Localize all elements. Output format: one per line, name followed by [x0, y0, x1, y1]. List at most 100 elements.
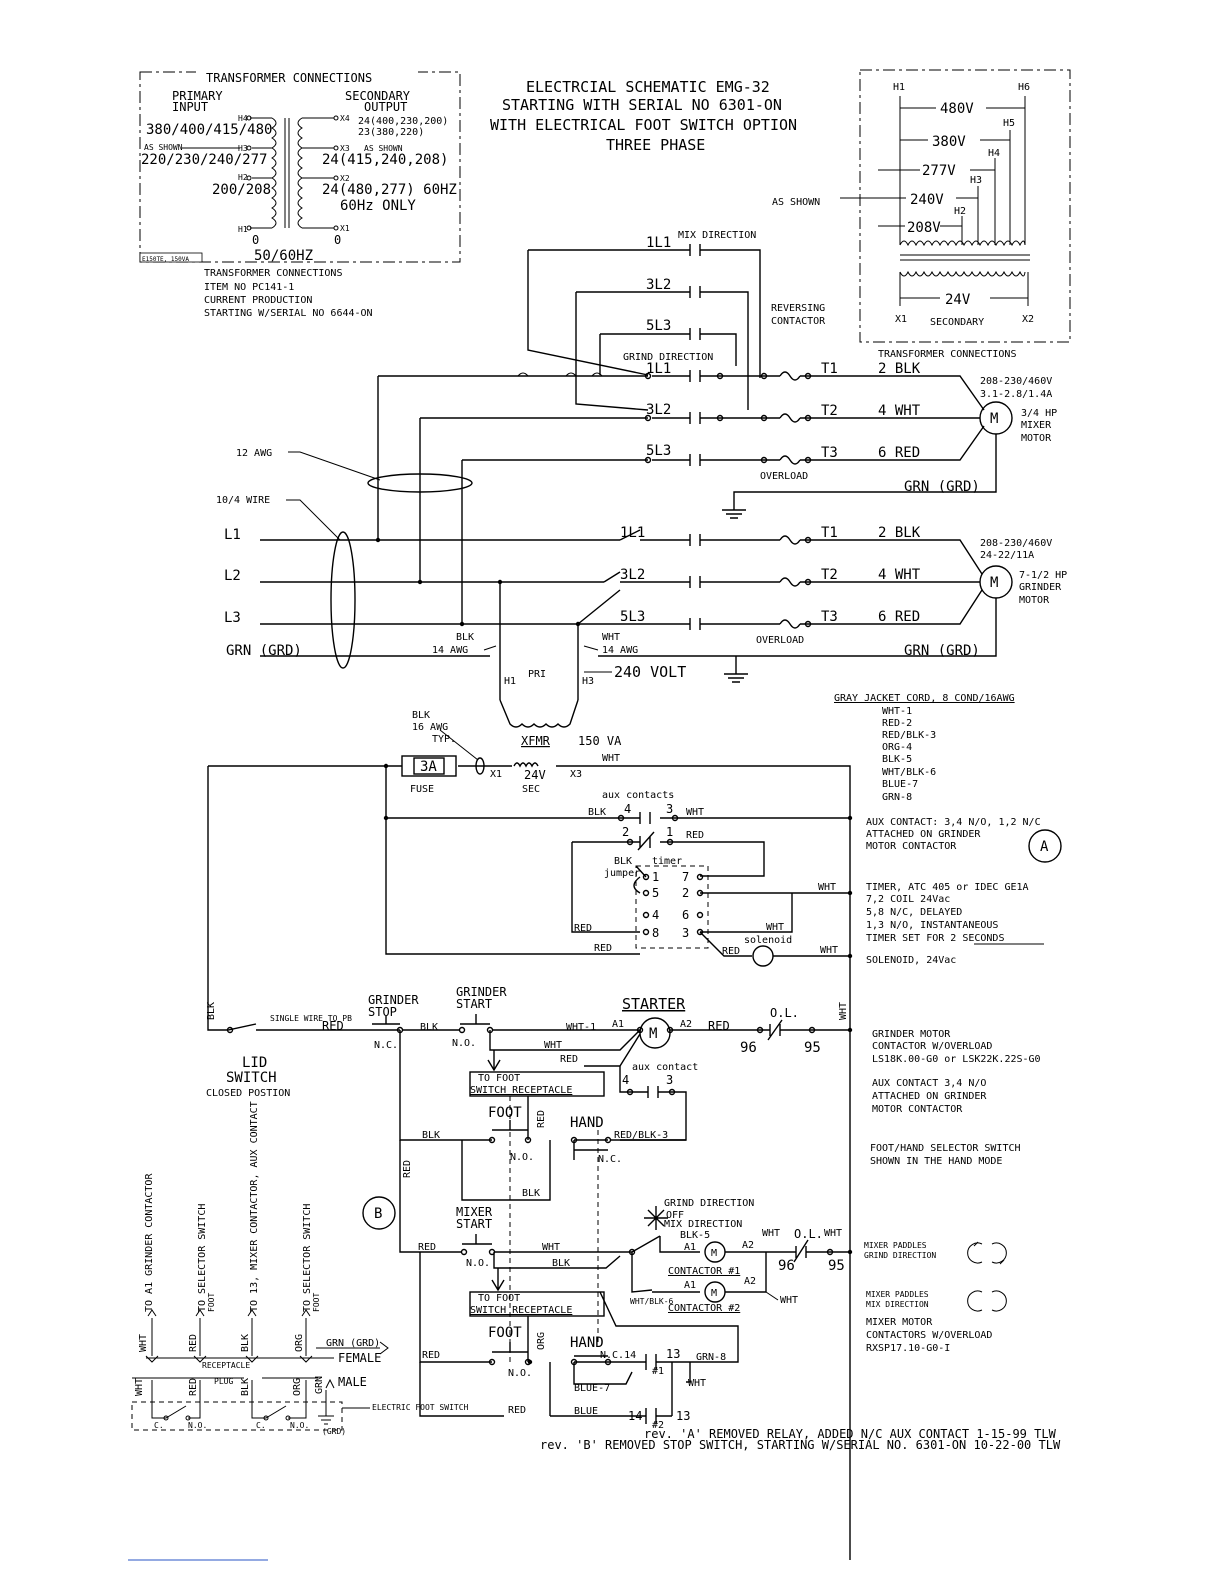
gstart-label1: GRINDER: [456, 985, 507, 999]
blk16-label: BLK: [412, 710, 430, 721]
off-label: OFF: [666, 1210, 684, 1221]
hand-label: HAND: [570, 1115, 604, 1131]
timer-p8: 8: [652, 926, 659, 940]
mstart-red: RED: [418, 1242, 436, 1253]
tap-h3: H3: [970, 175, 982, 186]
ac-note3: MOTOR CONTACTOR: [872, 1104, 963, 1115]
mp-note2: GRIND DIRECTION: [864, 1251, 936, 1260]
c1-wht2: WHT: [824, 1228, 842, 1239]
timer-p2: 2: [682, 886, 689, 900]
foot-b-label: FOOT: [312, 1293, 321, 1312]
c1-ol: O.L.: [794, 1227, 823, 1241]
foot-a-label: FOOT: [207, 1293, 216, 1312]
aux-contact-label: aux contact: [632, 1062, 698, 1073]
starter-label: STARTER: [622, 995, 686, 1013]
foot-no: N.O.: [510, 1152, 534, 1163]
aux-note3: MOTOR CONTACTOR: [866, 841, 957, 852]
wht14-label: WHT: [602, 632, 620, 643]
xfmr-note1: TRANSFORMER CONNECTIONS: [204, 268, 342, 279]
xfmr-x1-label: X1: [340, 224, 350, 233]
cord-c5: BLK-5: [882, 754, 912, 765]
xfmr-freq: 50/60HZ: [254, 248, 313, 264]
timer-note4: 1,3 N/O, INSTANTANEOUS: [866, 920, 998, 931]
blk14-label: BLK: [456, 632, 474, 643]
hand2-label: HAND: [570, 1335, 604, 1351]
grinder-t2: T2: [821, 567, 838, 583]
c2-a2: A2: [744, 1276, 756, 1287]
xfmr-note3: CURRENT PRODUCTION: [204, 295, 312, 306]
plug-red: RED: [188, 1378, 199, 1396]
c1-a2: A2: [742, 1240, 754, 1251]
grinder-grn-r: GRN (GRD): [904, 643, 980, 659]
mix-grn: GRN (GRD): [904, 479, 980, 495]
red-blk-3: RED/BLK-3: [614, 1130, 668, 1141]
foot-red-v: RED: [536, 1110, 547, 1128]
hold-wht: WHT: [544, 1040, 562, 1051]
xfmr-as-shown-left: AS SHOWN: [144, 143, 183, 152]
to-sel-foot-a: TO SELECTOR SWITCH: [197, 1204, 208, 1312]
aux-red1: RED: [686, 830, 704, 841]
cord-c7: BLUE-7: [882, 779, 918, 790]
contactor2-label: CONTACTOR #2: [668, 1303, 740, 1314]
xfmr-h2-label: H2: [238, 173, 248, 182]
solenoid-symbol: [752, 945, 774, 967]
xfmr-note2: ITEM NO PC141-1: [204, 282, 294, 293]
xfmr-out-x1: 0: [334, 233, 341, 247]
sec-label: SEC: [522, 784, 540, 795]
tap-x2: X2: [1022, 314, 1034, 325]
solenoid-red: RED: [722, 946, 740, 957]
xfmr-in-h3: 220/230/240/277: [141, 152, 267, 168]
solenoid-label: solenoid: [744, 935, 792, 946]
mstart-wht: WHT: [542, 1242, 560, 1253]
c2-m: M: [711, 1288, 717, 1299]
rec-wht: WHT: [138, 1334, 149, 1352]
timer-wht-b: WHT: [766, 922, 784, 933]
mm-note2: CONTACTORS W/OVERLOAD: [866, 1330, 992, 1341]
mixer-reversing-circuit: MIX DIRECTION 1L1 3L2 5L3 GRIND DIRECTIO…: [378, 230, 1057, 519]
mstart-no: N.O.: [466, 1258, 490, 1269]
blk-vertical: BLK: [206, 1002, 217, 1020]
timer-note5: TIMER SET FOR 2 SECONDS: [866, 933, 1004, 944]
xfmr-secondary-label: SECONDARY: [345, 89, 411, 103]
grinder-red: 6 RED: [878, 609, 920, 625]
c1-m: M: [711, 1248, 717, 1259]
xfmr-h1-label: H1: [238, 225, 248, 234]
timer-p6: 6: [682, 908, 689, 922]
to-sel-foot-b: TO SELECTOR SWITCH: [302, 1204, 313, 1312]
foot-receptacle-box-2: [469, 1291, 605, 1317]
tap-h2: H2: [954, 206, 966, 217]
hold-red: RED: [560, 1054, 578, 1065]
contactor1-label: CONTACTOR #1: [668, 1266, 740, 1277]
lid-label2: SWITCH: [226, 1070, 277, 1086]
mix-t1: T1: [821, 361, 838, 377]
mixer-motor-hp: 3/4 HP: [1021, 408, 1057, 419]
grinder-5l3: 5L3: [620, 609, 645, 625]
k1-mark: #1: [652, 1366, 664, 1377]
notes-column: GRAY JACKET CORD, 8 COND/16AWG WHT-1 RED…: [834, 693, 1062, 1354]
aux-wht3: WHT: [686, 807, 704, 818]
mix-blk: 2 BLK: [878, 361, 921, 377]
plug-org: ORG: [292, 1378, 303, 1396]
xfmr-as-shown-right: AS SHOWN: [364, 144, 403, 153]
grinder-motor-a: 24-22/11A: [980, 550, 1034, 561]
title-line4: THREE PHASE: [606, 136, 705, 154]
xfmr-in-h1: 0: [252, 233, 259, 247]
gstart-label2: START: [456, 997, 492, 1011]
lid-red: RED: [322, 1019, 344, 1033]
grinder-t3: T3: [821, 609, 838, 625]
grinder-motor-n2: MOTOR: [1019, 595, 1050, 606]
tap-h5: H5: [1003, 118, 1015, 129]
callout-b-label: B: [374, 1206, 382, 1222]
xfmr-out-x4b: 23(380,220): [358, 127, 424, 138]
tap-24v: 24V: [945, 292, 971, 308]
xfmr-out-x2: 24(480,277) 60HZ: [322, 182, 457, 198]
org-vertical: ORG: [536, 1332, 547, 1350]
foot-rec-1: TO FOOT: [478, 1073, 520, 1084]
grinder-wht: 4 WHT: [878, 567, 921, 583]
solenoid-note: SOLENOID, 24Vac: [866, 955, 956, 966]
mstart-label1: MIXER: [456, 1205, 493, 1219]
k2-mark: #2: [652, 1420, 664, 1431]
mix-red: 6 RED: [878, 445, 920, 461]
tap-380v: 380V: [932, 134, 966, 150]
